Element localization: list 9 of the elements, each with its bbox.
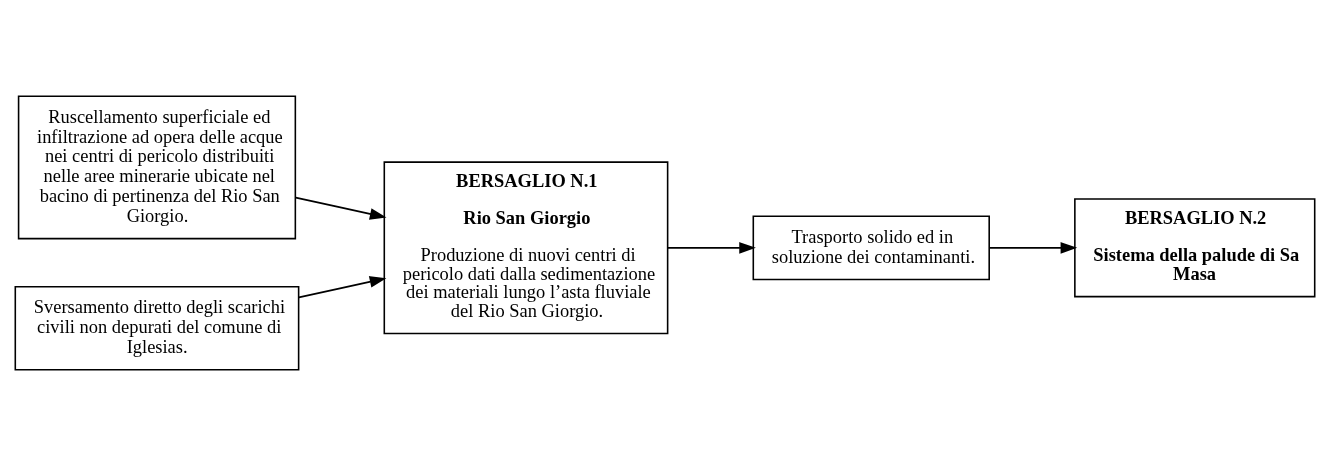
- node-box: BERSAGLIO N.1 Rio San Giorgio Produzione di nuovi centri di pericolo dati dalla sedimentazione dei materiali lungo l’asta fluviale del Rio San Giorgio.: [383, 161, 669, 335]
- arrow: [988, 242, 1078, 254]
- node-box: Ruscellamento superficiale ed infiltrazione ad opera delle acque nei centri di pericolo distribuiti nelle aree minerarie ubicate nel bacino di pertinenza del Rio San Giorgio.: [17, 95, 297, 240]
- node-box: Sversamento diretto degli scarichi civili non depurati del comune di Iglesias.: [14, 285, 300, 371]
- node-box: Trasporto solido ed in soluzione dei contaminanti.: [752, 215, 990, 281]
- arrow: [298, 276, 387, 299]
- arrow: [294, 196, 387, 220]
- arrow: [666, 242, 756, 254]
- node-box: BERSAGLIO N.2 Sistema della palude di Sa Masa: [1074, 198, 1316, 298]
